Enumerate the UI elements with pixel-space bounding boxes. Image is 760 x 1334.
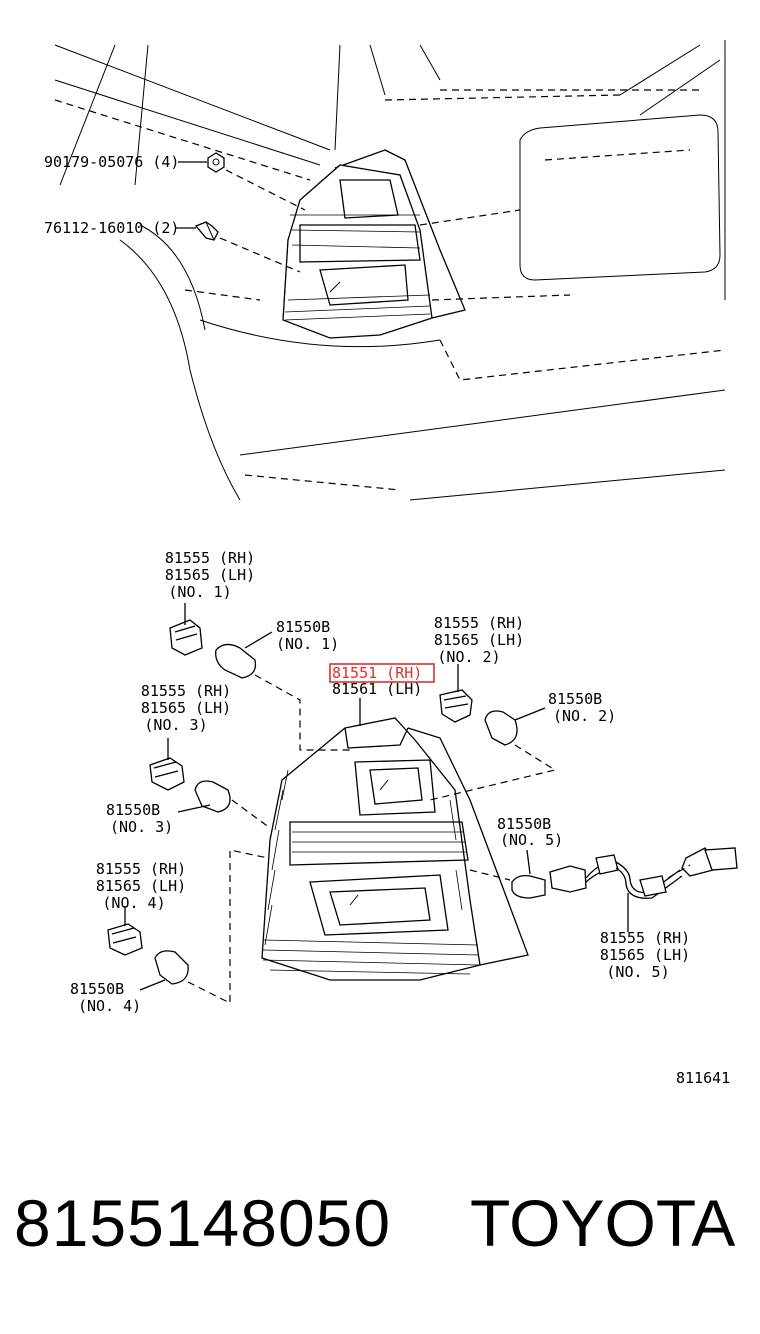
part-label-76112: 76112-16010 (2) xyxy=(44,219,179,237)
socket-harness-icon-no5 xyxy=(549,847,738,899)
selected-part-highlight xyxy=(329,663,435,683)
footer-brand: TOYOTA xyxy=(470,1186,736,1260)
label-socket4-rh: 81555 (RH) xyxy=(96,860,186,878)
footer-part-number: 8155148050 xyxy=(14,1186,392,1260)
diagram-id: 811641 xyxy=(676,1069,730,1087)
label-socket3-no: (NO. 3) xyxy=(144,716,207,734)
label-socket1-rh: 81555 (RH) xyxy=(165,549,255,567)
label-socket5-no: (NO. 5) xyxy=(606,963,669,981)
socket-icon-no3 xyxy=(149,757,185,791)
tail-lamp-exploded-illustration xyxy=(261,717,529,981)
label-bulb5-part: 81550B xyxy=(497,815,551,833)
label-bulb2-part: 81550B xyxy=(548,690,602,708)
label-socket2-lh: 81565 (LH) xyxy=(434,631,524,649)
push-fastener-icon xyxy=(194,221,219,241)
bulb-icon-no1 xyxy=(215,643,257,679)
label-bulb1-no: (NO. 1) xyxy=(276,635,339,653)
label-socket4-lh: 81565 (LH) xyxy=(96,877,186,895)
clip-nut-icon xyxy=(207,152,225,173)
label-bulb2-no: (NO. 2) xyxy=(553,707,616,725)
bulb-icon-no2 xyxy=(484,710,518,746)
label-socket5-rh: 81555 (RH) xyxy=(600,929,690,947)
label-bulb5-no: (NO. 5) xyxy=(500,831,563,849)
label-socket5-lh: 81565 (LH) xyxy=(600,946,690,964)
label-socket4-no: (NO. 4) xyxy=(102,894,165,912)
label-lamp-rh: 81551 (RH) xyxy=(332,664,422,682)
label-bulb1-part: 81550B xyxy=(276,618,330,636)
socket-icon-no1 xyxy=(169,619,203,656)
label-socket2-no: (NO. 2) xyxy=(437,648,500,666)
label-socket3-lh: 81565 (LH) xyxy=(141,699,231,717)
label-bulb3-no: (NO. 3) xyxy=(110,818,173,836)
label-socket2-rh: 81555 (RH) xyxy=(434,614,524,632)
label-bulb4-no: (NO. 4) xyxy=(78,997,141,1015)
socket-icon-no2 xyxy=(439,689,473,723)
label-socket3-rh: 81555 (RH) xyxy=(141,682,231,700)
label-lamp-lh: 81561 (LH) xyxy=(332,680,422,698)
label-bulb3-part: 81550B xyxy=(106,801,160,819)
bulb-icon-no5 xyxy=(511,874,546,899)
tail-lamp-installed-illustration xyxy=(282,149,466,339)
socket-icon-no4 xyxy=(107,923,143,956)
bulb-icon-no3 xyxy=(194,780,231,813)
label-socket1-lh: 81565 (LH) xyxy=(165,566,255,584)
vehicle-body-illustration xyxy=(54,40,726,501)
part-label-90179: 90179-05076 (4) xyxy=(44,153,179,171)
label-socket1-no: (NO. 1) xyxy=(168,583,231,601)
bulb-icon-no4 xyxy=(154,950,189,985)
label-bulb4-part: 81550B xyxy=(70,980,124,998)
